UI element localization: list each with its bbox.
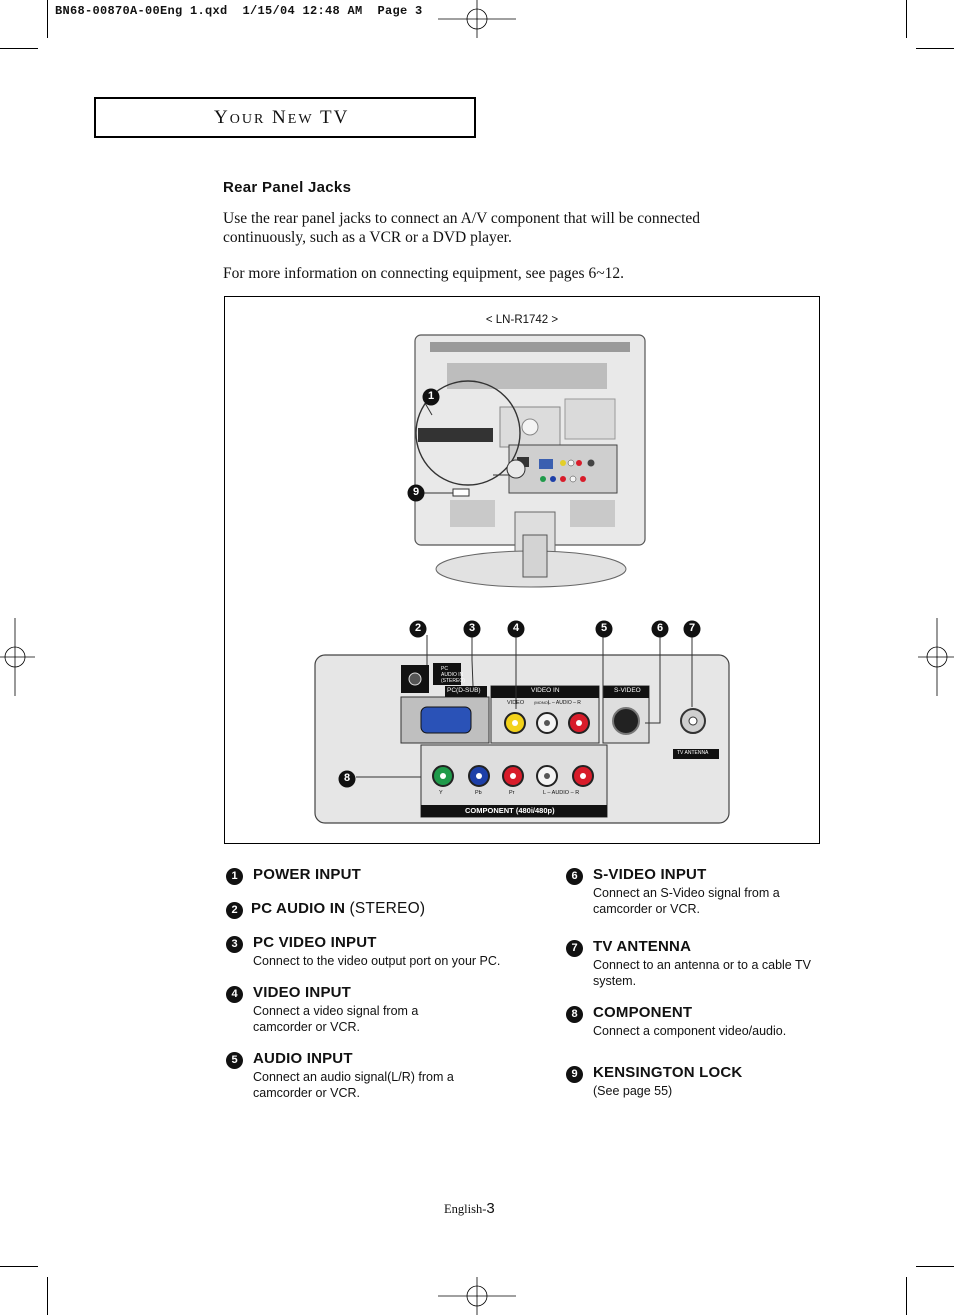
tv-antenna-label: TV ANTENNA — [677, 750, 709, 756]
component-audio-label: L – AUDIO – R — [543, 790, 580, 796]
title-word: EW — [287, 112, 314, 127]
callout-8: 8 — [343, 772, 351, 784]
callout-6: 6 — [656, 622, 664, 634]
pb-label: Pb — [475, 790, 482, 796]
model-label: < LN-R1742 > — [485, 314, 559, 326]
audio-lr-label: L – AUDIO – R — [548, 700, 581, 706]
legend-title-main: PC AUDIO IN — [251, 900, 346, 917]
legend-number: 9 — [566, 1066, 583, 1083]
chapter-title: YOUR NEW TV — [214, 107, 349, 129]
callout-4: 4 — [512, 622, 520, 634]
intro-paragraph: Use the rear panel jacks to connect an A… — [223, 210, 701, 246]
video-label: VIDEO — [507, 700, 525, 706]
callout-9: 9 — [412, 486, 420, 498]
svideo-label: S-VIDEO — [614, 687, 641, 694]
panel-text-layer: PC AUDIO IN (STEREO) PC(D-SUB) VIDEO IN … — [225, 297, 819, 843]
y-label: Y — [439, 790, 443, 796]
legend-description: Connect to the video output port on your… — [253, 954, 501, 968]
footer-label: English- — [444, 1202, 487, 1216]
legend-number: 2 — [226, 902, 243, 919]
pr-label: Pr — [509, 790, 515, 796]
legend-title-suffix: (STEREO) — [349, 900, 426, 917]
legend-title: KENSINGTON LOCK — [593, 1064, 743, 1081]
legend-title: PC AUDIO IN (STEREO) — [251, 900, 425, 918]
legend-number: 6 — [566, 868, 583, 885]
print-slug: BN68-00870A-00Eng 1.qxd 1/15/04 12:48 AM… — [55, 4, 423, 18]
legend-number: 7 — [566, 940, 583, 957]
callout-markers — [338, 388, 701, 788]
legend-title: S-VIDEO INPUT — [593, 866, 707, 883]
pc-audio-label: PC AUDIO IN (STEREO) — [441, 666, 465, 684]
legend-description: Connect an audio signal(L/R) from a camc… — [253, 1070, 454, 1100]
legend-description: Connect to an antenna or to a cable TV s… — [593, 958, 811, 988]
callout-1: 1 — [427, 390, 435, 402]
title-letter: Y — [214, 107, 230, 128]
legend-number: 3 — [226, 936, 243, 953]
legend-title: VIDEO INPUT — [253, 984, 352, 1001]
mono-label: (MONO) — [534, 700, 550, 705]
connector-panel — [314, 654, 730, 824]
callout-leaders — [356, 402, 693, 778]
legend-title: TV ANTENNA — [593, 938, 692, 955]
video-in-label: VIDEO IN — [531, 687, 560, 694]
rear-panel-illustration — [314, 334, 730, 824]
page-footer: English-3 — [444, 1200, 495, 1217]
page-number: 3 — [486, 1200, 495, 1217]
rca-jacks — [432, 712, 594, 787]
rear-panel-figure: < LN-R1742 > — [224, 296, 820, 844]
callout-7: 7 — [688, 622, 696, 634]
legend-description: Connect a video signal from a camcorder … — [253, 1004, 419, 1034]
section-title: Rear Panel Jacks — [223, 179, 352, 196]
tv-back — [414, 334, 646, 588]
legend-title: AUDIO INPUT — [253, 1050, 353, 1067]
callout-5: 5 — [600, 622, 608, 634]
title-word: OUR — [229, 112, 266, 127]
callout-2: 2 — [414, 622, 422, 634]
legend-number: 8 — [566, 1006, 583, 1023]
legend-title: COMPONENT — [593, 1004, 693, 1021]
legend-description: Connect an S-Video signal from a camcord… — [593, 886, 780, 916]
component-label: COMPONENT (480i/480p) — [465, 806, 555, 815]
chapter-header: YOUR NEW TV — [94, 97, 476, 138]
legend-description: Connect a component video/audio. — [593, 1024, 787, 1038]
legend-title: PC VIDEO INPUT — [253, 934, 377, 951]
legend-description: (See page 55) — [593, 1084, 673, 1098]
legend-number: 5 — [226, 1052, 243, 1069]
legend-number: 1 — [226, 868, 243, 885]
callout-3: 3 — [468, 622, 476, 634]
title-letter: N — [272, 107, 288, 128]
legend-number: 4 — [226, 986, 243, 1003]
legend-title: POWER INPUT — [253, 866, 362, 883]
title-word: TV — [319, 107, 350, 128]
pc-dsub-label: PC(D-SUB) — [447, 687, 481, 694]
reference-paragraph: For more information on connecting equip… — [223, 265, 624, 282]
